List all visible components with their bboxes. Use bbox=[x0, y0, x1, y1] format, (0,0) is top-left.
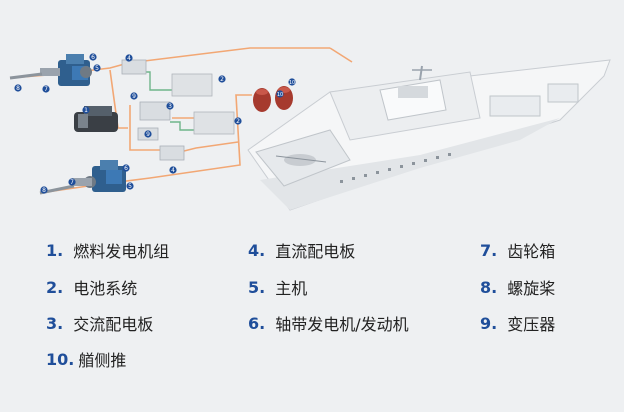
legend-number: 10. bbox=[46, 349, 75, 369]
legend-label: 齿轮箱 bbox=[507, 242, 556, 261]
svg-text:9: 9 bbox=[132, 93, 136, 100]
marker-5-bottom: 5 bbox=[126, 182, 134, 190]
legend-label: 变压器 bbox=[507, 315, 556, 334]
switchboard-cabinets bbox=[121, 59, 185, 161]
legend-item-5: 5. 主机 bbox=[248, 275, 307, 299]
svg-text:4: 4 bbox=[171, 167, 175, 174]
svg-text:7: 7 bbox=[70, 179, 74, 186]
legend-label: 主机 bbox=[275, 279, 308, 298]
marker-10-a: 10 bbox=[276, 90, 284, 98]
lower-main-engine bbox=[39, 160, 126, 195]
marker-8-top: 8 bbox=[14, 84, 22, 92]
marker-7-top: 7 bbox=[42, 85, 50, 93]
svg-text:2: 2 bbox=[236, 118, 240, 125]
bow-thrusters bbox=[253, 86, 293, 112]
marker-4-bottom: 4 bbox=[169, 166, 177, 174]
legend-item-2: 2. 电池系统 bbox=[46, 275, 137, 299]
legend-label: 轴带发电机/发动机 bbox=[275, 315, 409, 334]
svg-text:6: 6 bbox=[91, 54, 95, 61]
marker-8-bottom: 8 bbox=[40, 186, 48, 194]
ship-power-system-diagram: 4 2 3 9 9 1 2 4 5 6 7 8 5 6 7 8 10 10 bbox=[9, 47, 611, 211]
legend-item-3: 3. 交流配电板 bbox=[46, 311, 153, 335]
legend-label: 交流配电板 bbox=[73, 315, 154, 334]
legend-number: 6. bbox=[248, 313, 266, 333]
fuel-generator-set bbox=[74, 106, 118, 132]
legend-number: 5. bbox=[248, 277, 266, 297]
diagram-markers: 4 2 3 9 9 1 2 4 5 6 7 8 5 6 7 8 10 10 bbox=[14, 53, 296, 194]
svg-text:7: 7 bbox=[44, 86, 48, 93]
svg-text:10: 10 bbox=[289, 80, 295, 86]
legend-number: 9. bbox=[480, 313, 498, 333]
marker-2-bottom: 2 bbox=[234, 117, 242, 125]
marker-6-bottom: 6 bbox=[122, 164, 130, 172]
legend-number: 1. bbox=[46, 240, 64, 260]
marker-5-top: 5 bbox=[93, 64, 101, 72]
marker-1: 1 bbox=[82, 106, 90, 114]
legend-number: 8. bbox=[480, 277, 498, 297]
svg-text:3: 3 bbox=[168, 103, 172, 110]
svg-text:5: 5 bbox=[128, 183, 132, 190]
legend-label: 螺旋桨 bbox=[507, 279, 556, 298]
legend-item-10: 10. 艏侧推 bbox=[46, 347, 126, 371]
marker-7-bottom: 7 bbox=[68, 178, 76, 186]
legend-label: 燃料发电机组 bbox=[73, 242, 170, 261]
legend-number: 2. bbox=[46, 277, 64, 297]
marker-9-bottom: 9 bbox=[144, 130, 152, 138]
svg-text:8: 8 bbox=[16, 85, 20, 92]
svg-text:4: 4 bbox=[127, 55, 131, 62]
legend-item-1: 1. 燃料发电机组 bbox=[46, 238, 169, 262]
legend-number: 4. bbox=[248, 240, 266, 260]
legend-number: 3. bbox=[46, 313, 64, 333]
battery-systems bbox=[171, 73, 235, 135]
legend-item-9: 9. 变压器 bbox=[480, 311, 555, 335]
svg-text:5: 5 bbox=[95, 65, 99, 72]
svg-text:1: 1 bbox=[84, 107, 88, 114]
svg-text:2: 2 bbox=[220, 76, 224, 83]
marker-4-top: 4 bbox=[125, 54, 133, 62]
legend-item-7: 7. 齿轮箱 bbox=[480, 238, 555, 262]
marker-2-top: 2 bbox=[218, 75, 226, 83]
ship-illustration bbox=[247, 59, 611, 211]
marker-10-b: 10 bbox=[288, 78, 296, 86]
svg-text:9: 9 bbox=[146, 131, 150, 138]
legend-label: 艏侧推 bbox=[78, 351, 127, 370]
svg-text:6: 6 bbox=[124, 165, 128, 172]
marker-9-top: 9 bbox=[130, 92, 138, 100]
legend-item-8: 8. 螺旋桨 bbox=[480, 275, 555, 299]
legend-label: 直流配电板 bbox=[275, 242, 356, 261]
legend-item-4: 4. 直流配电板 bbox=[248, 238, 355, 262]
svg-text:8: 8 bbox=[42, 187, 46, 194]
upper-main-engine bbox=[9, 54, 92, 86]
marker-3: 3 bbox=[166, 102, 174, 110]
marker-6-top: 6 bbox=[89, 53, 97, 61]
svg-text:10: 10 bbox=[277, 92, 283, 98]
legend-label: 电池系统 bbox=[73, 279, 138, 298]
legend-item-6: 6. 轴带发电机/发动机 bbox=[248, 311, 409, 335]
legend-number: 7. bbox=[480, 240, 498, 260]
